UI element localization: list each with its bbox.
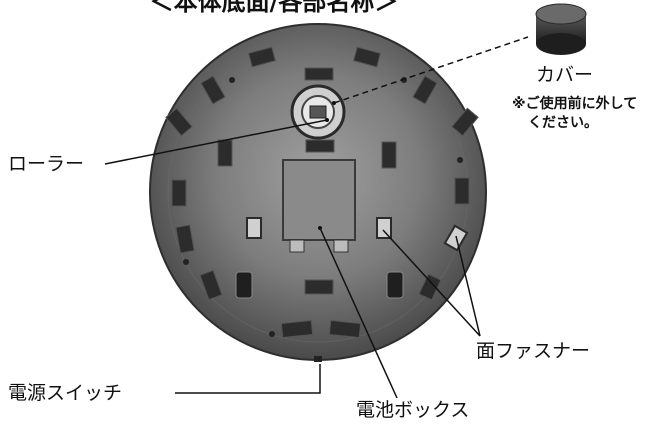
- hook-fastener: [246, 217, 262, 239]
- cover-cap-bottom: [536, 33, 586, 55]
- screw-hole: [457, 157, 463, 163]
- power-switch: [314, 356, 322, 362]
- rim-pad: [454, 177, 470, 205]
- rim-pad: [199, 269, 223, 301]
- wheel-right: [386, 271, 404, 299]
- fastener-leader-1: [382, 229, 481, 337]
- battery-box-tab-right: [333, 239, 349, 253]
- rim-pad: [280, 319, 314, 339]
- cover-note-line1: ※ご使用前に外して: [512, 96, 638, 112]
- rim-pad: [247, 46, 277, 68]
- battery-box-label: 電池ボックス: [356, 399, 470, 421]
- battery-box: [282, 159, 356, 253]
- rim-pad: [381, 141, 397, 169]
- leader-dot: [332, 101, 336, 105]
- rim-pad: [304, 279, 334, 295]
- leader-dot: [318, 226, 322, 230]
- rim-pads: [165, 46, 479, 339]
- leader-dot: [325, 118, 329, 122]
- roller-clip: [309, 105, 327, 119]
- battery-box-cover: [282, 159, 356, 241]
- leader-dots: [318, 101, 336, 230]
- wheel-left: [235, 271, 253, 299]
- rim-pad: [418, 273, 442, 301]
- rim-pad: [171, 179, 187, 207]
- rim-pad: [165, 107, 193, 137]
- screw-hole: [269, 331, 275, 337]
- rim-pad: [200, 75, 226, 105]
- fastener-leader-2: [455, 235, 481, 337]
- rim-pad: [328, 319, 362, 339]
- cover-label: カバー: [536, 64, 594, 86]
- power-switch-label: 電源スイッチ: [8, 382, 123, 404]
- rim-pad: [412, 75, 438, 105]
- roller-label: ローラー: [8, 153, 85, 175]
- cover-cap: [535, 3, 587, 55]
- battery-box-leader: [319, 227, 398, 399]
- hook-fastener-label: 面ファスナー: [476, 340, 591, 362]
- roller-leader: [104, 119, 328, 165]
- cover-leader: [333, 36, 529, 104]
- roller: [290, 84, 346, 140]
- rim-pad: [304, 67, 334, 81]
- rim-pad: [352, 46, 382, 68]
- rim-pad: [305, 139, 335, 153]
- hook-fastener: [376, 217, 392, 239]
- wheels: [235, 271, 404, 299]
- battery-box-tab-left: [289, 239, 305, 253]
- cover-note-line2: ください。: [528, 115, 598, 131]
- screw-hole: [229, 77, 235, 83]
- rim-pad: [175, 224, 195, 254]
- rim-pad: [451, 107, 479, 137]
- rim-pad: [217, 139, 233, 167]
- power-switch-leader: [175, 364, 321, 394]
- cover-cap-top: [535, 3, 587, 25]
- screw-hole: [183, 259, 189, 265]
- diagram-title: ＜本体底面/各部名称＞: [149, 0, 399, 16]
- leader-lines: [104, 36, 529, 399]
